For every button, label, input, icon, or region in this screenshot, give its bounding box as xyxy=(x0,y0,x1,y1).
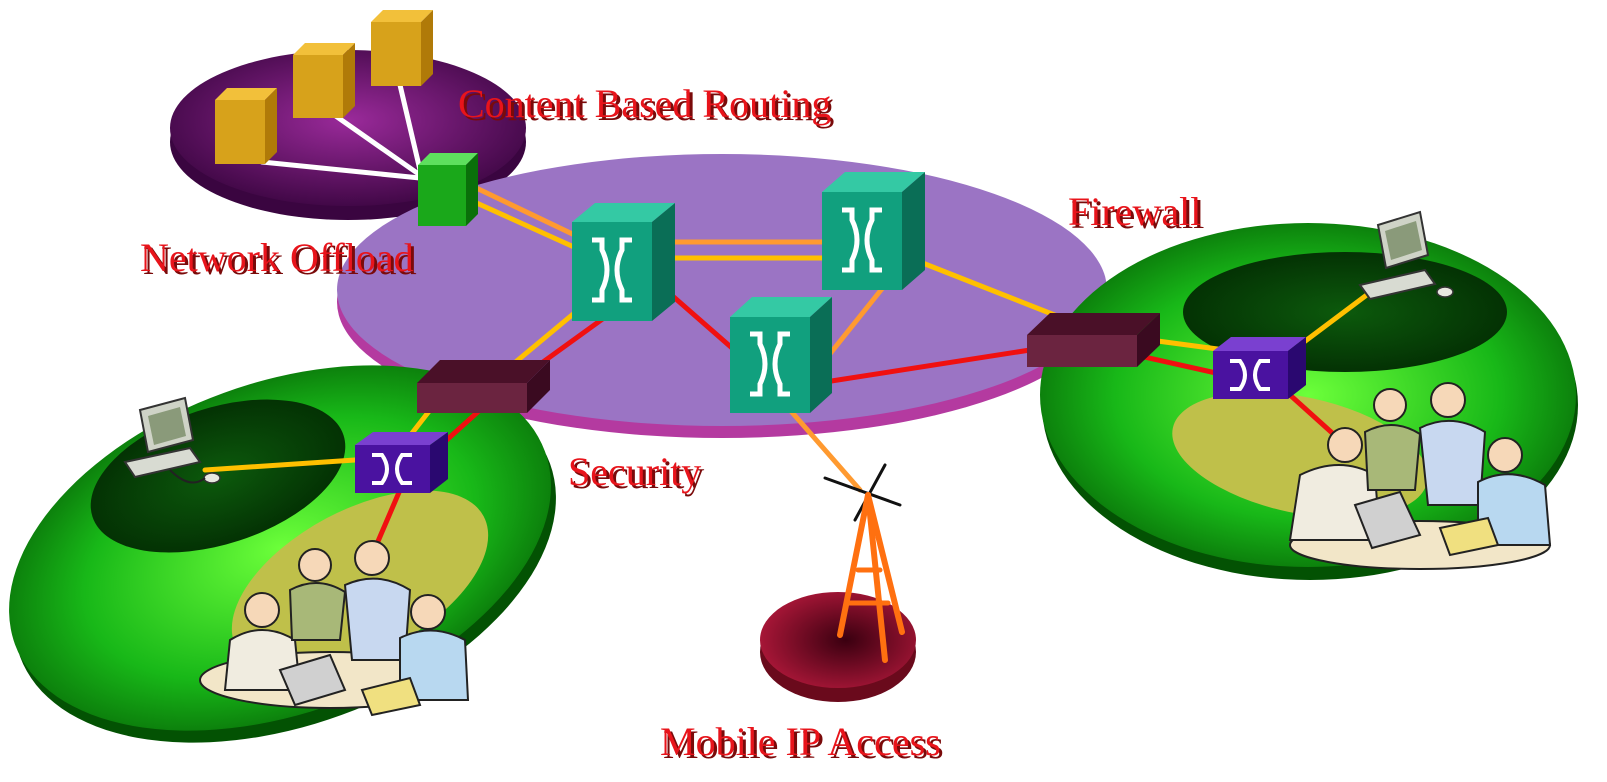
router-icon xyxy=(822,172,925,290)
security-label: Security xyxy=(568,449,702,494)
server-icon xyxy=(215,88,277,164)
right-campus-ring xyxy=(1040,223,1578,580)
antenna-tower-icon xyxy=(823,463,905,663)
mobile-ip-access-label: Mobile IP Access xyxy=(660,719,941,764)
mobile-base-disc xyxy=(760,592,916,702)
firewall-icon xyxy=(417,360,550,413)
people-icon xyxy=(199,540,470,717)
router-icon xyxy=(572,203,675,321)
switch-icon xyxy=(1213,337,1306,399)
firewall-icon xyxy=(1027,313,1160,367)
server-icon xyxy=(371,10,433,86)
router-icon xyxy=(730,297,832,413)
people-icon xyxy=(1288,382,1552,570)
links xyxy=(202,82,1383,563)
computer-icon xyxy=(123,396,221,484)
network-offload-label: Network Offload xyxy=(140,235,414,280)
server-icon xyxy=(293,43,355,118)
computer-icon xyxy=(1358,210,1454,301)
switch-icon xyxy=(355,432,448,493)
firewall-label: Firewall xyxy=(1068,189,1202,234)
offload-switch-icon xyxy=(418,153,478,226)
content-based-routing-label: Content Based Routing xyxy=(458,81,832,126)
